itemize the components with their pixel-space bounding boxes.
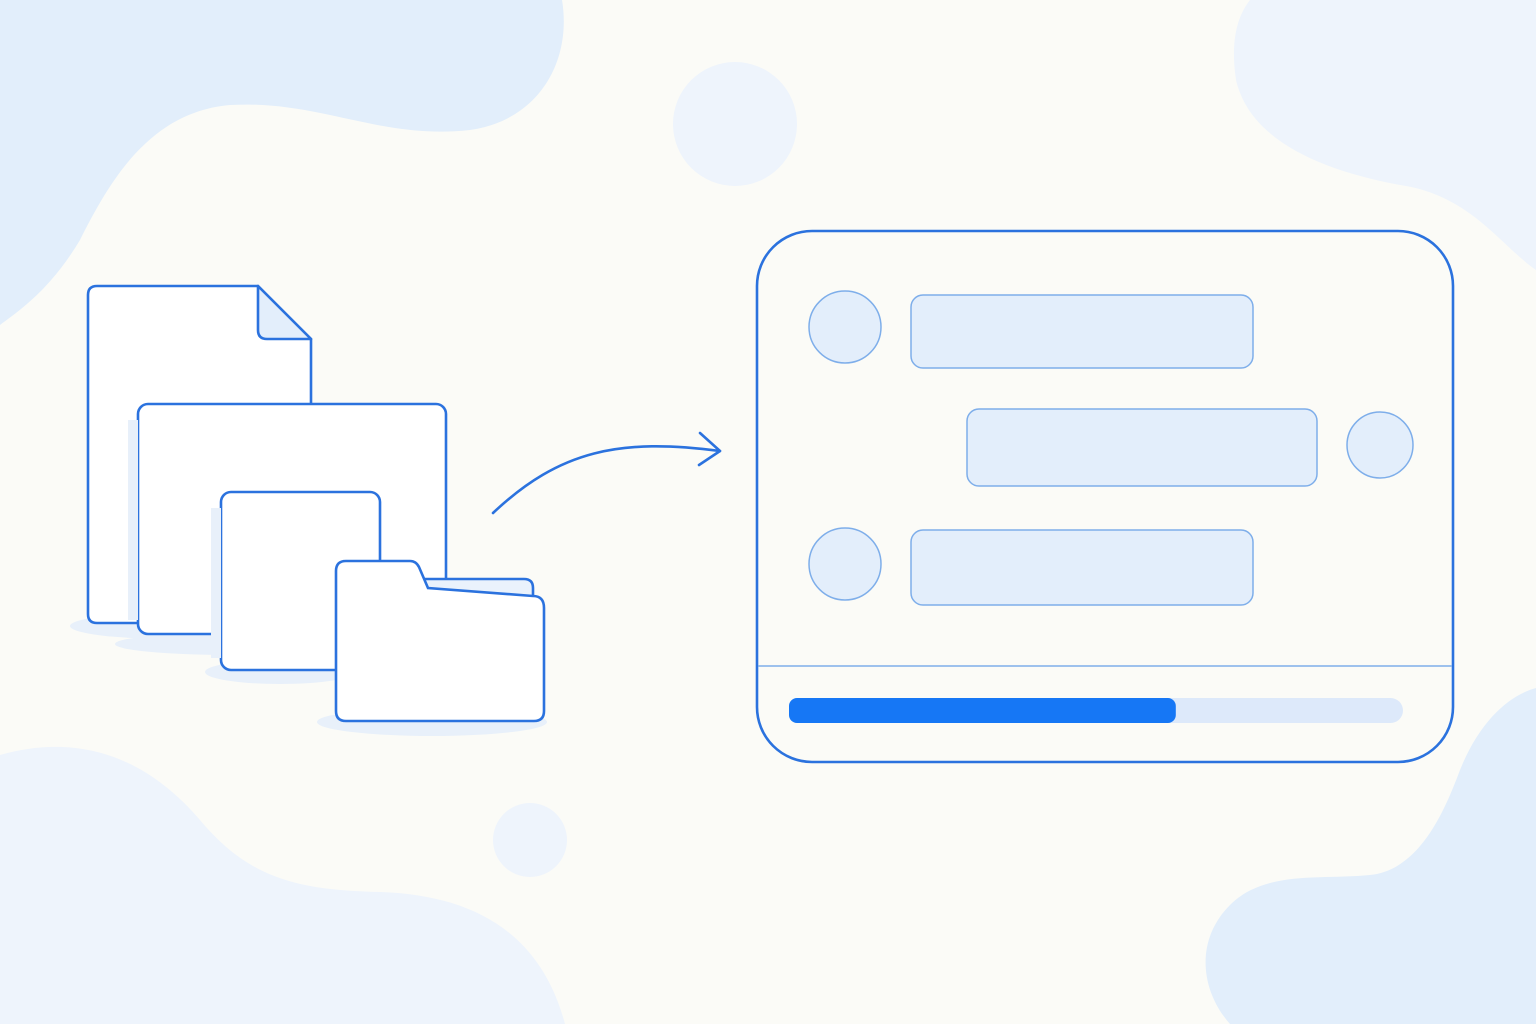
- avatar: [1346, 411, 1414, 479]
- file-icons-group: [70, 284, 547, 736]
- message-bubble: [910, 529, 1254, 606]
- blob-top-left: [0, 0, 564, 325]
- folder-front: [334, 559, 546, 723]
- curved-arrow-right-icon: [491, 431, 722, 515]
- message-list: [808, 290, 1414, 606]
- progress-fill: [789, 698, 1176, 723]
- circle-decor-bottom: [493, 803, 567, 877]
- window-icon-edge: [128, 420, 138, 620]
- circle-decor-top: [673, 62, 797, 186]
- blob-bottom-left: [0, 746, 565, 1024]
- message-bubble: [966, 408, 1318, 487]
- avatar: [808, 290, 882, 364]
- message-row-right: [966, 408, 1414, 487]
- avatar: [808, 527, 882, 601]
- blob-top-right: [1233, 0, 1536, 270]
- message-bubble: [910, 294, 1254, 369]
- folder-icon: [334, 559, 546, 723]
- chat-window: [755, 229, 1455, 764]
- message-row-left: [808, 527, 1254, 606]
- message-row-left: [808, 290, 1254, 369]
- blob-bottom-right: [1205, 688, 1536, 1024]
- square-icon-edge: [211, 508, 221, 658]
- progress-bar: [789, 698, 1403, 723]
